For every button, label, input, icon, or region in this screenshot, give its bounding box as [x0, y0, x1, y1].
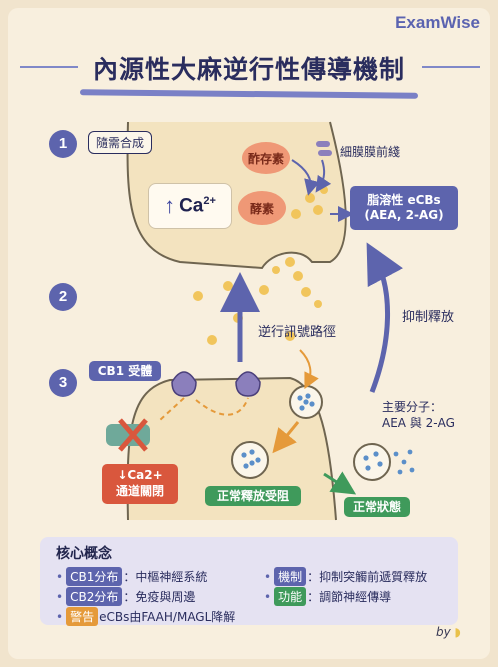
retrograde-pathway-label: 逆行訊號路徑	[258, 325, 337, 340]
title-rule-left	[20, 66, 78, 68]
bullet-dot: •	[56, 590, 64, 604]
enzyme-store-blob	[242, 142, 290, 174]
core-item-warning-text: eCBs由FAAH/MAGL降解	[99, 610, 236, 624]
bullet-dot: •	[56, 570, 64, 584]
ecbs-label: 脂溶性 eCBs	[367, 193, 441, 207]
bullet-dot: •	[264, 590, 272, 604]
ecbs-examples: (AEA, 2-AG)	[364, 208, 444, 222]
step-2-badge: 2	[49, 283, 77, 311]
step-1-badge: 1	[49, 130, 77, 158]
chip-cb1: CB1分布	[66, 567, 123, 586]
brand-logo: ExamWise	[395, 13, 480, 32]
ca-decrease-label: ↓Ca2+	[117, 468, 163, 482]
membrane-precursor-icon	[316, 141, 330, 147]
core-item-function-text: ：調節神經傳導	[307, 590, 392, 604]
up-arrow-icon: ↑	[164, 193, 176, 218]
by-label: by	[436, 625, 451, 639]
bullet-dot: •	[56, 610, 64, 624]
membrane-precursor-label: 細膜膜前綫	[340, 145, 401, 159]
channel-closed-label: 通道關閉	[115, 484, 164, 498]
chip-function: 功能	[274, 587, 307, 606]
cb1-receptor-badge: CB1 受體	[89, 361, 161, 381]
chip-cb2: CB2分布	[66, 587, 123, 606]
cb1-receptor-right	[235, 371, 261, 397]
chip-warning: 警告	[66, 607, 99, 626]
enzyme-store-label: 酢存素	[247, 152, 284, 166]
on-demand-synthesis-label: 隨需合成	[88, 131, 153, 154]
core-concept-title: 核心概念	[56, 546, 112, 562]
enzyme-label: 酵素	[249, 202, 274, 216]
ca-channel-closed-badge: ↓Ca2+ 通道關閉	[102, 464, 178, 504]
core-item-cb1-text: ：中樞神經系統	[123, 570, 208, 584]
author-credit: by ◗	[436, 625, 461, 639]
core-item-cb1: •CB1分布：中樞神經系統	[56, 567, 207, 586]
lipophilic-ecbs-badge: 脂溶性 eCBs (AEA, 2-AG)	[350, 186, 458, 230]
block-x-icon	[118, 418, 148, 452]
core-item-cb2-text: ：免疫與周邊	[123, 590, 196, 604]
release-blocked-badge: 正常釋放受阻	[205, 486, 301, 506]
vesicle-released	[353, 443, 391, 481]
bullet-dot: •	[264, 570, 272, 584]
core-item-mechanism-text: ：抑制突觸前遞質釋放	[307, 570, 428, 584]
step-3-badge: 3	[49, 369, 77, 397]
main-molecules-value: AEA 與 2-AG	[382, 416, 455, 430]
inhibit-arrow	[366, 242, 404, 393]
title-rule-right	[422, 66, 480, 68]
calcium-symbol: Ca	[179, 195, 204, 217]
core-item-function: •功能：調節神經傳導	[264, 587, 391, 606]
cb1-receptor-left	[171, 371, 197, 397]
core-item-mechanism: •機制：抑制突觸前遞質釋放	[264, 567, 427, 586]
core-concept-panel: 核心概念 •CB1分布：中樞神經系統 •機制：抑制突觸前遞質釋放 •CB2分布：…	[40, 537, 458, 626]
normal-state-badge: 正常狀態	[344, 497, 410, 517]
page-title: 內源性大麻逆行性傳導機制	[92, 55, 405, 84]
inhibit-release-label: 抑制釋放	[402, 310, 455, 325]
enzyme-blob	[238, 191, 286, 225]
chip-mechanism: 機制	[274, 567, 307, 586]
presynaptic-cell	[126, 376, 337, 521]
vesicle-blocked	[231, 441, 269, 479]
main-molecules-label: 主要分子：	[382, 400, 443, 414]
calcium-increase-box: ↑ Ca2+	[148, 183, 232, 229]
banana-icon: ◗	[454, 625, 461, 639]
calcium-charge: 2+	[203, 194, 216, 207]
core-item-cb2: •CB2分布：免疫與周邊	[56, 587, 195, 606]
